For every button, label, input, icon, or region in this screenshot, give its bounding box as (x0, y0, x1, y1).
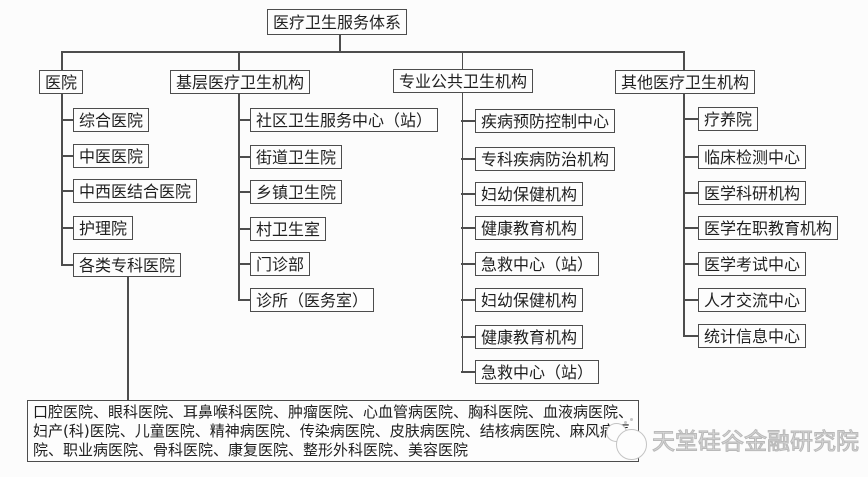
node-clinical-testing-center: 临床检测中心 (698, 145, 807, 169)
node-specialty-disease-prevention: 专科疾病防治机构 (475, 147, 616, 171)
node-medical-exam-center: 医学考试中心 (698, 252, 807, 276)
connector-tick (238, 191, 251, 193)
connector-drop-primary (238, 51, 240, 70)
node-branch-primary-care: 基层医疗卫生机构 (170, 70, 311, 94)
connector-tick (461, 263, 476, 265)
node-emergency-center-2: 急救中心（站） (475, 360, 600, 384)
node-clinic: 诊所（医务室） (250, 288, 375, 312)
connector-tick (461, 227, 476, 229)
connector-specialty-drop (127, 277, 129, 400)
specialty-hospitals-list: 口腔医院、眼科医院、耳鼻喉科医院、肿瘤医院、心血管病医院、胸科医院、血液病医院、… (27, 400, 639, 462)
connector-root-drop (339, 35, 341, 52)
node-general-hospital: 综合医院 (73, 108, 150, 132)
node-talent-exchange-center: 人才交流中心 (698, 288, 807, 312)
connector-tick (61, 264, 73, 266)
node-sanatorium: 疗养院 (698, 107, 759, 131)
node-community-health-center: 社区卫生服务中心（站） (250, 108, 439, 132)
connector-tick (461, 371, 476, 373)
node-cdc: 疾病预防控制中心 (475, 109, 616, 133)
node-maternal-child-health-1: 妇幼保健机构 (475, 182, 584, 206)
connector-tick (683, 299, 699, 301)
node-outpatient-department: 门诊部 (250, 252, 311, 276)
connector-tick (61, 119, 73, 121)
connector-trunk-primary (238, 93, 240, 300)
connector-tick (238, 299, 251, 301)
connector-drop-hospital (61, 51, 63, 70)
node-medical-research: 医学科研机构 (698, 181, 807, 205)
connector-tick (461, 193, 476, 195)
connector-tick (683, 263, 699, 265)
watermark-logo-icon (630, 418, 633, 421)
connector-drop-public (461, 51, 464, 69)
node-root: 医疗卫生服务体系 (267, 9, 408, 35)
connector-top-rail (61, 51, 685, 53)
connector-tick (238, 228, 251, 230)
node-health-education-2: 健康教育机构 (475, 325, 584, 349)
connector-tick (61, 190, 73, 192)
node-specialty-hospitals: 各类专科医院 (73, 253, 182, 277)
node-integrated-medicine-hospital: 中西医结合医院 (73, 179, 198, 203)
node-maternal-child-health-2: 妇幼保健机构 (475, 288, 584, 312)
connector-tick (461, 299, 476, 301)
node-branch-public-health: 专业公共卫生机构 (393, 69, 534, 93)
node-branch-other-institutions: 其他医疗卫生机构 (615, 70, 756, 94)
connector-trunk-hospital (61, 93, 63, 265)
connector-tick (683, 192, 699, 194)
connector-tick (461, 336, 476, 338)
connector-tick (238, 119, 251, 121)
node-tcm-hospital: 中医医院 (73, 144, 150, 168)
connector-tick (61, 155, 73, 157)
connector-tick (683, 227, 699, 229)
connector-tick (461, 120, 476, 122)
connector-tick (683, 118, 699, 120)
node-subdistrict-health-center: 街道卫生院 (250, 145, 343, 169)
connector-tick (683, 335, 699, 337)
node-branch-hospital: 医院 (39, 70, 84, 94)
node-statistics-info-center: 统计信息中心 (698, 324, 807, 348)
node-emergency-center-1: 急救中心（站） (475, 252, 600, 276)
node-nursing-home: 护理院 (73, 216, 134, 240)
connector-tick (461, 158, 476, 160)
node-health-education-1: 健康教育机构 (475, 216, 584, 240)
node-township-health-center: 乡镇卫生院 (250, 180, 343, 204)
connector-tick (238, 263, 251, 265)
connector-tick (683, 156, 699, 158)
connector-drop-other (683, 51, 685, 70)
watermark-logo-icon (624, 421, 627, 424)
watermark-text: 天堂硅谷金融研究院 (652, 429, 860, 456)
node-village-clinic: 村卫生室 (250, 217, 327, 241)
connector-tick (61, 227, 73, 229)
connector-trunk-public (461, 93, 464, 372)
watermark-logo-icon (616, 429, 647, 460)
connector-trunk-other (683, 94, 685, 336)
node-medical-inservice-education: 医学在职教育机构 (698, 216, 839, 240)
connector-tick (238, 156, 251, 158)
